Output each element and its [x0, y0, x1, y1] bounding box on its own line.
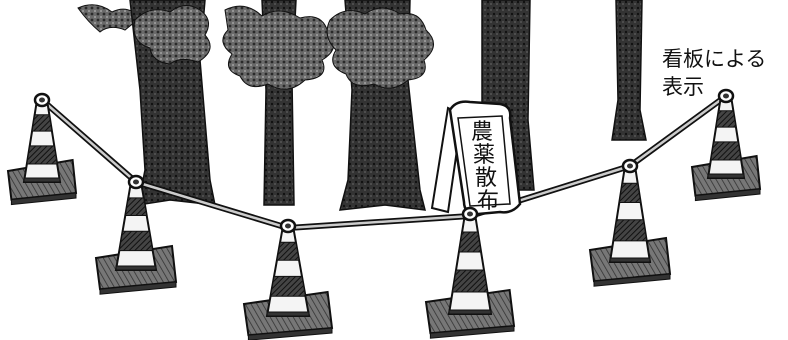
traffic-cone — [8, 94, 76, 205]
cone-stripe — [125, 198, 146, 216]
sign-char-3: 散 — [475, 166, 497, 191]
traffic-cone — [590, 160, 670, 286]
cone-bottom-band — [267, 312, 309, 316]
sign-char-4: 布 — [477, 189, 499, 214]
cone-stripe — [459, 232, 481, 252]
cone-body — [610, 166, 650, 262]
cone-top-hole — [467, 212, 473, 217]
cone-top-hole — [723, 94, 729, 99]
cone-bottom-band — [708, 174, 744, 178]
cone-stripe — [619, 183, 640, 202]
cone-bottom-band — [116, 266, 156, 270]
cone-bottom-band — [24, 178, 60, 182]
cone-stripe — [32, 115, 52, 131]
caption-line-1: 看板による — [662, 47, 766, 71]
cone-body — [267, 226, 309, 316]
cone-stripe — [271, 276, 306, 296]
cone-stripe — [277, 242, 299, 260]
traffic-cone — [692, 90, 760, 201]
foliage-2 — [223, 6, 334, 89]
cone-stripe — [119, 231, 152, 250]
sign-char-1: 農 — [471, 120, 493, 145]
cone-stripe — [453, 270, 488, 292]
cone-bottom-band — [449, 310, 491, 314]
cone-stripe — [27, 146, 57, 164]
traffic-cone — [426, 208, 514, 338]
forest — [78, 0, 646, 210]
sign-char-2: 薬 — [473, 143, 495, 168]
cone-body — [449, 214, 491, 314]
cone-bottom-band — [610, 258, 650, 262]
cone-top-hole — [627, 164, 633, 169]
cone-top-hole — [39, 98, 45, 103]
pesticide-sign: 農 薬 散 布 — [432, 102, 520, 214]
cone-stripe — [716, 111, 736, 127]
caption-line-2: 表示 — [662, 75, 704, 99]
cone-top-hole — [133, 180, 139, 185]
foliage-3 — [327, 8, 433, 88]
cone-stripe — [613, 220, 646, 241]
tree-trunk-5 — [612, 0, 646, 140]
cone-stripe — [711, 142, 741, 160]
cone-top-hole — [285, 224, 291, 229]
traffic-cone — [244, 220, 332, 340]
